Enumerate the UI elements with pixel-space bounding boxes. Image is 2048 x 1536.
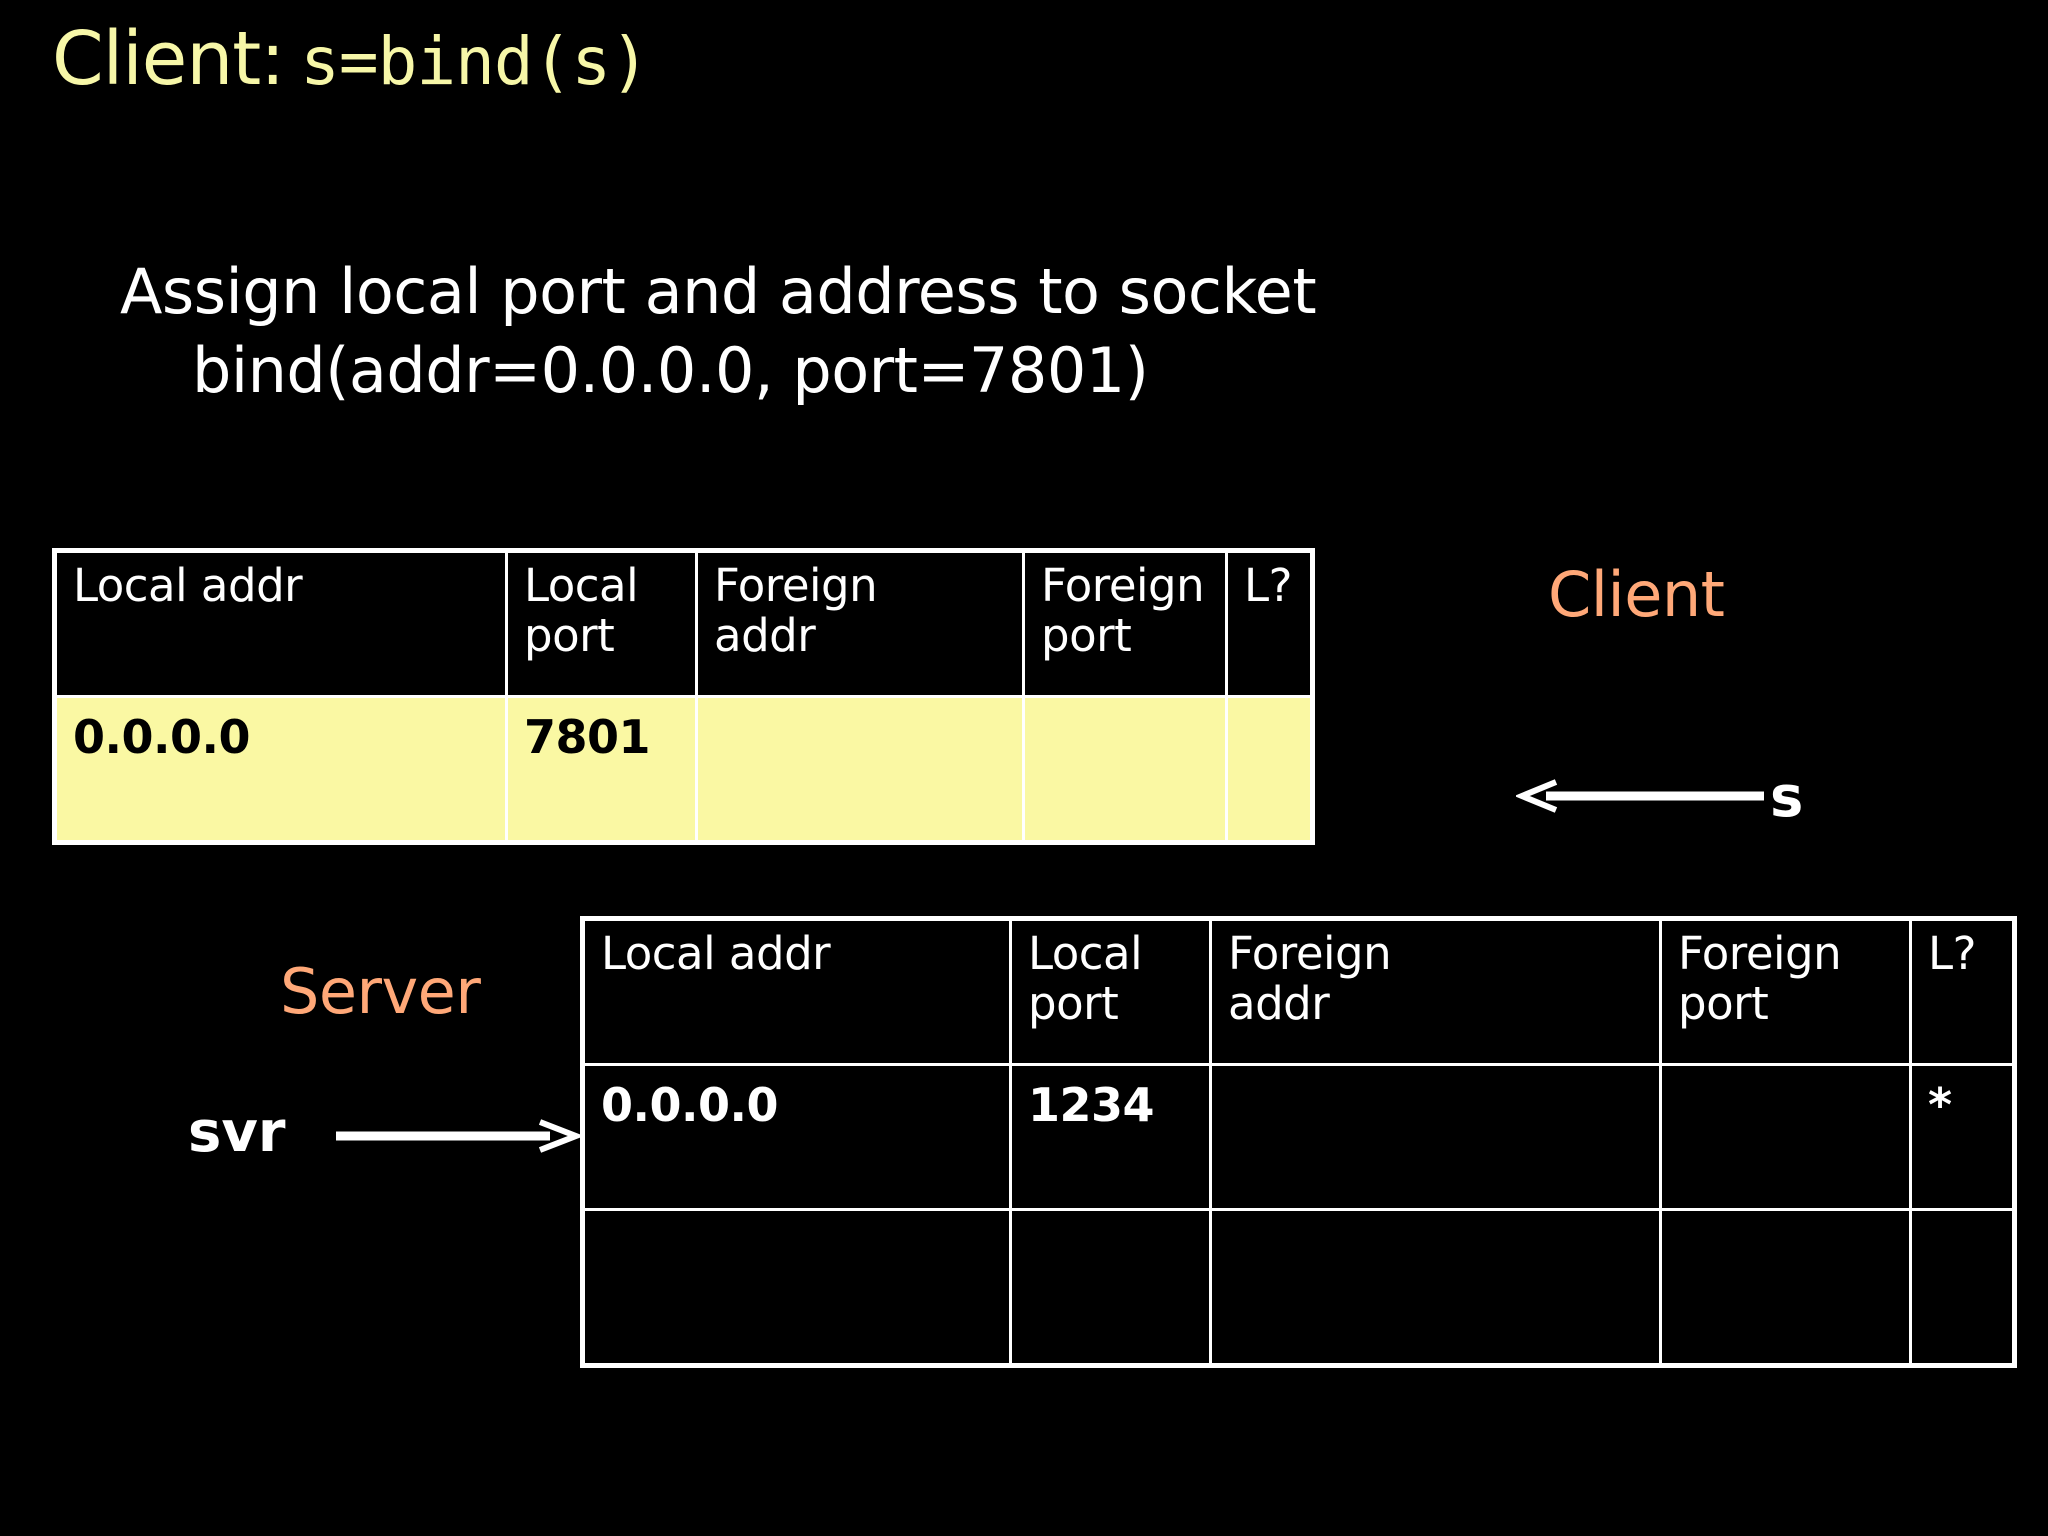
column-header-foreign-addr: Foreign addr: [1209, 917, 1662, 1066]
column-header-local-port: Local port: [505, 549, 698, 698]
header-line-1: Foreign: [1228, 927, 1392, 980]
table-header-row: Local addr Local port Foreign addr Forei…: [53, 549, 1314, 698]
page-title: Client:s=bind(s): [52, 22, 650, 96]
header-line-1: Local: [524, 559, 639, 612]
header-line-1: Foreign: [1041, 559, 1205, 612]
column-header-foreign-addr: Foreign addr: [695, 549, 1025, 698]
header-line-2: addr: [1228, 977, 1330, 1031]
header-line-2: port: [1041, 609, 1132, 663]
header-line-2: port: [524, 609, 615, 663]
header-line-1: L?: [1928, 927, 1976, 980]
table-row: 0.0.0.0 1234 *: [581, 1063, 2016, 1211]
client-socket-var-label: s: [1770, 765, 1804, 830]
cell-foreign-addr: [695, 695, 1025, 844]
header-line-2: addr: [714, 609, 816, 663]
column-header-foreign-port: Foreign port: [1659, 917, 1912, 1066]
description-line-1: Assign local port and address to socket: [120, 255, 1317, 328]
header-line-1: Foreign: [714, 559, 878, 612]
cell-listening: [1909, 1208, 2016, 1367]
cell-foreign-addr: [1209, 1063, 1662, 1211]
header-line-2: port: [1028, 977, 1119, 1031]
description-line-2: bind(addr=0.0.0.0, port=7801): [192, 334, 1149, 408]
table-header-row: Local addr Local port Foreign addr Forei…: [581, 917, 2016, 1066]
cell-local-port: 7801: [505, 695, 698, 844]
header-line-1: Local: [1028, 927, 1143, 980]
header-line-1: L?: [1244, 559, 1292, 612]
client-label: Client: [1548, 558, 1725, 631]
cell-foreign-addr: [1209, 1208, 1662, 1367]
cell-listening: [1225, 695, 1314, 844]
server-socket-arrow-icon: [336, 1119, 580, 1153]
client-socket-arrow-icon: [1516, 779, 1764, 813]
server-socket-table: Local addr Local port Foreign addr Forei…: [580, 916, 2017, 1368]
table-row: 0.0.0.0 7801: [53, 695, 1314, 844]
header-line-1: Local addr: [601, 927, 831, 980]
page-title-code: s=bind(s): [300, 23, 650, 100]
header-line-1: Foreign: [1678, 927, 1842, 980]
cell-foreign-port: [1659, 1063, 1912, 1211]
column-header-listening: L?: [1909, 917, 2016, 1066]
header-line-2: port: [1678, 977, 1769, 1031]
page-title-word: Client:: [52, 16, 285, 102]
column-header-local-port: Local port: [1009, 917, 1212, 1066]
cell-local-port: [1009, 1208, 1212, 1367]
cell-foreign-port: [1659, 1208, 1912, 1367]
column-header-foreign-port: Foreign port: [1022, 549, 1228, 698]
table-row: [581, 1208, 2016, 1367]
header-line-1: Local addr: [73, 559, 303, 612]
cell-local-addr: 0.0.0.0: [53, 695, 508, 844]
server-socket-var-label: svr: [188, 1100, 286, 1165]
description-text: Assign local port and address to socket …: [120, 252, 1720, 411]
server-label: Server: [280, 955, 481, 1028]
cell-foreign-port: [1022, 695, 1228, 844]
client-socket-table: Local addr Local port Foreign addr Forei…: [52, 548, 1315, 845]
column-header-local-addr: Local addr: [581, 917, 1012, 1066]
cell-local-addr: 0.0.0.0: [581, 1063, 1012, 1211]
cell-local-port: 1234: [1009, 1063, 1212, 1211]
cell-local-addr: [581, 1208, 1012, 1367]
cell-listening: *: [1909, 1063, 2016, 1211]
column-header-listening: L?: [1225, 549, 1314, 698]
column-header-local-addr: Local addr: [53, 549, 508, 698]
